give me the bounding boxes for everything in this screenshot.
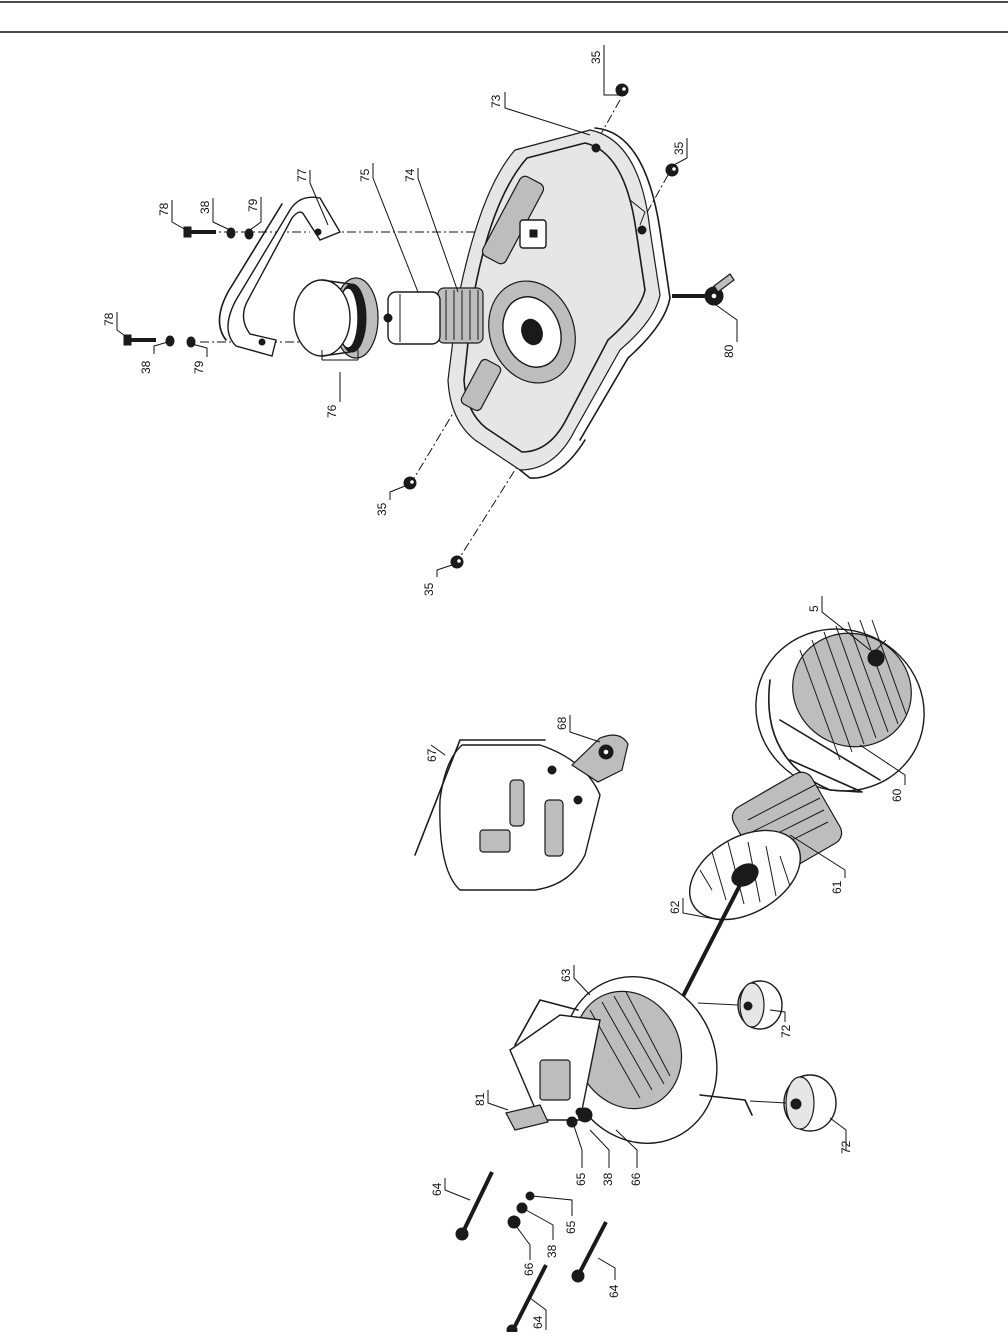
label-38: 38 [139,360,153,374]
label-64: 64 [430,1182,444,1196]
name-plate [505,1104,549,1131]
fuel-tank-assembly [123,83,735,569]
label-65: 65 [564,1220,578,1234]
label-64: 64 [607,1284,621,1298]
housing-bolt [867,649,885,667]
label-74: 74 [403,168,417,182]
label-79: 79 [192,360,206,374]
part-labels: 35 73 35 77 75 74 78 38 79 78 38 79 76 8… [102,50,904,1329]
label-35: 35 [375,502,389,516]
label-66: 66 [629,1172,643,1186]
label-63: 63 [559,968,573,982]
rotor [688,771,843,921]
label-35: 35 [672,141,686,155]
label-38: 38 [198,200,212,214]
label-35: 35 [422,582,436,596]
label-62: 62 [668,900,682,914]
label-76: 76 [325,404,339,418]
label-72: 72 [839,1140,853,1154]
through-bolt [674,884,742,1011]
leader-lines [116,45,906,1330]
nut-washer-set [566,1107,585,1128]
rear-bracket [509,975,753,1145]
alternator-assembly [414,619,925,1336]
label-65: 65 [574,1172,588,1186]
label-35: 35 [589,50,603,64]
axis-line [454,461,521,566]
label-78: 78 [102,312,116,326]
label-77: 77 [295,168,309,182]
fuel-tank [447,127,671,479]
fuel-strainer [437,287,484,344]
nut-washer-set [507,1191,535,1229]
long-bolt [571,1221,608,1283]
fuel-cap [293,277,379,359]
control-box-cover [414,739,601,891]
label-72: 72 [779,1024,793,1038]
rubber-mount [697,980,783,1030]
label-5: 5 [807,605,821,612]
label-80: 80 [722,344,736,358]
stator-housing [755,619,925,793]
handle-screw-upper [183,226,254,240]
label-67: 67 [425,748,439,762]
tank-bolt [615,83,629,97]
long-bolt [455,1171,494,1241]
label-61: 61 [830,880,844,894]
carry-handle [218,196,342,357]
label-78: 78 [157,202,171,216]
label-81: 81 [473,1092,487,1106]
label-68: 68 [555,716,569,730]
label-38: 38 [545,1244,559,1258]
fuel-valve [672,273,735,306]
wire-connector [571,734,629,783]
label-79: 79 [246,198,260,212]
tank-bolt [665,163,679,177]
label-60: 60 [890,788,904,802]
fuel-gauge [383,291,441,345]
tank-bolt [450,555,464,569]
rubber-mount [749,1074,837,1132]
label-73: 73 [489,94,503,108]
label-66: 66 [522,1262,536,1276]
label-75: 75 [358,168,372,182]
tank-bolt [403,476,417,490]
handle-screw-lower [123,334,196,348]
label-38: 38 [601,1172,615,1186]
label-64: 64 [531,1315,545,1329]
